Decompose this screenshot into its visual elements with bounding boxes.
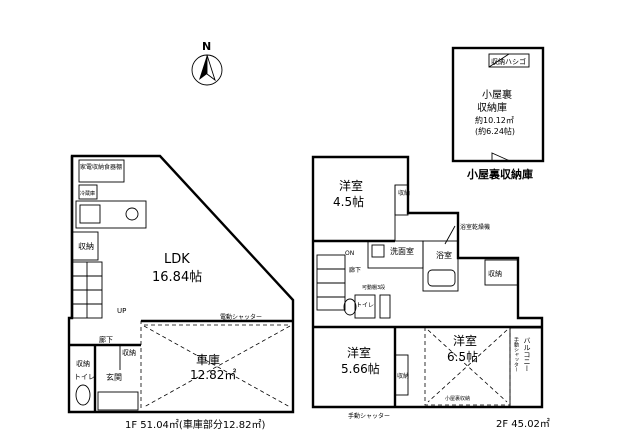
attic-plan: 収納ハシゴ 小屋裏 収納庫 約10.12㎡ (約6.24帖) 小屋裏収納庫	[451, 46, 545, 181]
first-floor-plan: 電動シャッター 車庫 12.82㎡ 家電収納 食器棚 冷蔵庫 収納 UP LDK…	[67, 154, 295, 431]
entrance-label: 玄関	[106, 372, 122, 382]
toilet-label-2f: トイレ	[356, 302, 374, 309]
attic-sub: 収納庫	[477, 101, 507, 114]
balcony-label: バルコニー	[523, 337, 531, 372]
hall-label-1f: 廊下	[99, 335, 113, 344]
movable-shelf-label: 可動棚3段	[362, 284, 385, 291]
storage-label-north: 収納	[398, 189, 410, 197]
storage-label-1f: 収納	[78, 241, 94, 251]
ldk-name: LDK	[164, 252, 190, 267]
room-se-name: 洋室	[453, 333, 477, 348]
compass: N	[191, 40, 223, 86]
shutter-label-1f: 電動シャッター	[220, 313, 262, 321]
washroom-label: 洗面室	[390, 246, 414, 256]
attic-ladder-label-2f: 小屋裏収納	[445, 395, 470, 402]
room-north-area: 4.5帖	[333, 194, 364, 209]
room-north-name: 洋室	[339, 178, 363, 193]
first-floor-summary: 1F 51.04㎡(車庫部分12.82㎡)	[125, 418, 265, 431]
room-sw-area: 5.66帖	[341, 361, 380, 376]
attic-caption: 小屋裏収納庫	[466, 167, 533, 181]
kitchen-label-fridge: 冷蔵庫	[80, 190, 95, 197]
garage-area: 12.82㎡	[190, 368, 236, 382]
hall-label-2f: 廊下	[349, 266, 361, 274]
attic-area-jo: (約6.24帖)	[475, 126, 515, 136]
room-se-area: 6.5帖	[447, 349, 478, 364]
compass-label: N	[202, 40, 211, 53]
up-label: UP	[117, 307, 126, 315]
north-arrow-icon	[199, 55, 207, 80]
attic-name: 小屋裏	[482, 88, 512, 101]
bath-label: 浴室	[436, 250, 452, 260]
storage-label-east: 収納	[488, 269, 502, 278]
storage-label-1f-lower: 収納	[122, 348, 136, 357]
shutter-label-balcony: 手動シャッター	[513, 336, 519, 372]
garage-name: 車庫	[196, 353, 220, 367]
attic-ladder-label: 収納ハシゴ	[491, 57, 526, 66]
bath-dryer-label: 浴室乾燥機	[460, 223, 490, 231]
second-floor-summary: 2F 45.02㎡	[496, 418, 550, 430]
room-sw-name: 洋室	[347, 345, 371, 360]
ldk-area: 16.84帖	[152, 270, 202, 285]
attic-area-m2: 約10.12㎡	[475, 115, 514, 125]
storage-label-1f-wc: 収納	[76, 359, 90, 368]
toilet-label-1f: トイレ	[74, 373, 95, 381]
storage-label-sw: 収納	[397, 372, 409, 380]
kitchen-label-appliance: 家電収納	[80, 163, 104, 171]
on-label: ON	[345, 250, 354, 257]
shutter-label-2f: 手動シャッター	[348, 412, 390, 420]
second-floor-plan: 収納 洋室 4.5帖 ON 廊下 洗面室 浴室 浴室乾燥機 トイレ 可動棚3段 …	[311, 155, 550, 430]
kitchen-label-cupboard: 食器棚	[104, 163, 122, 171]
